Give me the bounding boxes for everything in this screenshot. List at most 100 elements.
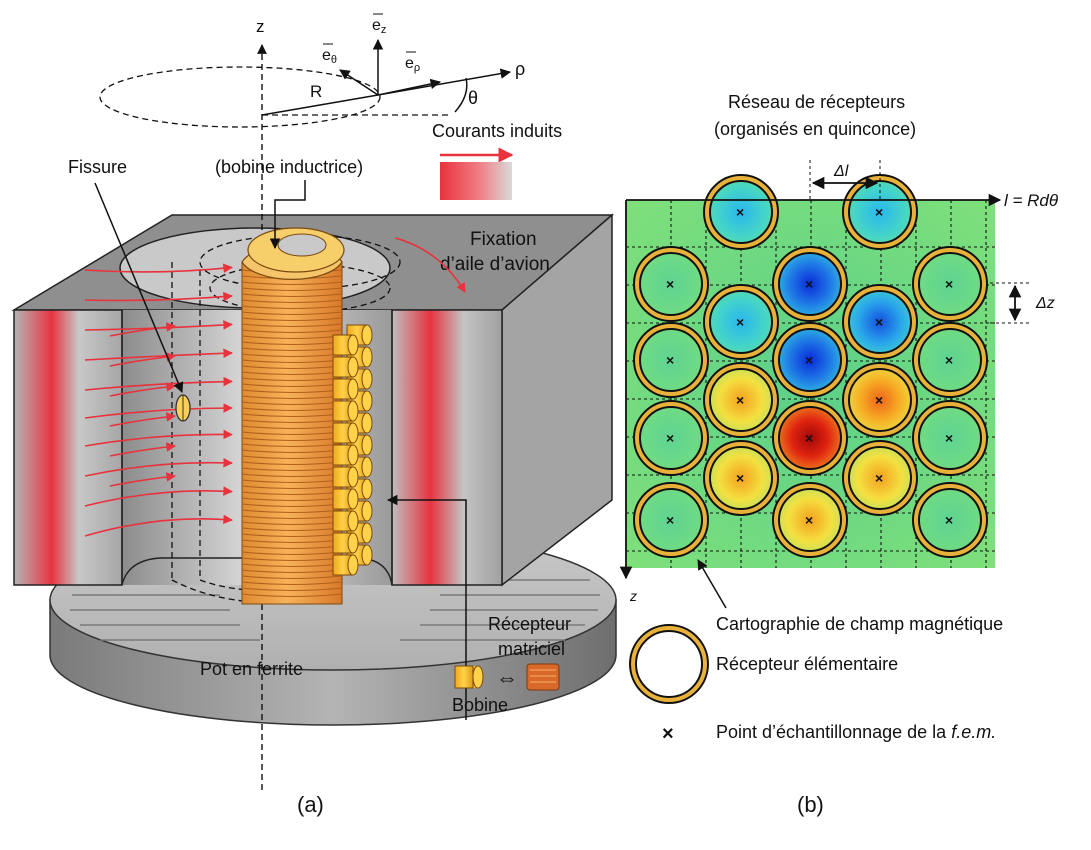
matrix-receiver (332, 324, 373, 576)
vec-e-rho: eρ (405, 55, 420, 74)
current-arrow (84, 403, 233, 419)
delta-l-label: Δl (833, 163, 849, 180)
wing-surface-arrow (394, 237, 466, 293)
field-map-pointer (697, 559, 727, 609)
receiver-ring: × (842, 440, 918, 516)
receiver-ring: × (842, 174, 918, 250)
receiver-coil (332, 532, 359, 554)
caption-b: (b) (797, 792, 824, 817)
rho-axis-label: ρ (515, 59, 525, 79)
sampling-point-marker: × (945, 352, 953, 368)
receiver-array: × × × × × × × × × × × × × × × × × × × × (633, 174, 988, 558)
sampling-point-marker: × (736, 204, 744, 220)
theta-angle-label: θ (468, 88, 478, 108)
receiver-ring: × (912, 482, 988, 558)
z-axis-label: z (256, 17, 265, 36)
matrix-receiver-label-line1: Récepteur (488, 614, 571, 634)
receiver-coil (332, 356, 359, 378)
receiver-coil (332, 400, 359, 422)
panel-b: Réseau de récepteurs (organisés en quinc… (619, 92, 1059, 745)
receiver-ring: × (633, 482, 709, 558)
inductor-coil (241, 227, 345, 605)
current-arrow (84, 486, 233, 507)
sampling-point-marker: × (805, 276, 813, 292)
matrix-receiver-label-line2: matriciel (498, 639, 565, 659)
sampling-point-marker: × (875, 204, 883, 220)
sampling-point-marker: × (666, 512, 674, 528)
fixation-label-line1: Fixation (470, 229, 537, 250)
sampling-point-marker: × (945, 512, 953, 528)
sampling-point-marker: × (666, 276, 674, 292)
receiver-ring: × (633, 246, 709, 322)
receiver-ring: × (703, 362, 779, 438)
ferrite-pot-label: Pot en ferrite (200, 659, 303, 679)
legend-receiver-ring (629, 624, 709, 704)
receiver-coil (332, 378, 359, 400)
crack-marker (175, 394, 191, 422)
vec-e-z: ez (372, 17, 386, 36)
receiver-network-title-line1: Réseau de récepteurs (728, 92, 905, 112)
receiver-ring: × (772, 246, 848, 322)
equivalence-symbol: ⇔ (496, 665, 518, 690)
receiver-ring: × (703, 440, 779, 516)
real-coil-icon (526, 663, 560, 691)
legend-sample-marker: × (662, 723, 674, 745)
delta-z-label: Δz (1035, 295, 1055, 312)
receiver-ring: × (703, 284, 779, 360)
panel-a: z eθ ez eρ ρ θ R Courants induits (11, 13, 617, 790)
induced-currents-label: Courants induits (432, 121, 562, 141)
sampling-point-marker: × (805, 352, 813, 368)
z-axis-b-label: z (629, 588, 637, 604)
crack-pointer (94, 182, 184, 393)
sampling-point-marker: × (666, 352, 674, 368)
receiver-ring: × (633, 322, 709, 398)
current-arrow (84, 263, 233, 274)
sampling-point-marker: × (875, 314, 883, 330)
coil-legend-label: Bobine (452, 695, 508, 715)
radius-label: R (310, 82, 322, 101)
receiver-coil (332, 488, 359, 510)
sampling-point-marker: × (736, 314, 744, 330)
receiver-ring: × (912, 400, 988, 476)
receiver-coil (332, 422, 359, 444)
receiver-coil (332, 510, 359, 532)
sampling-point-marker: × (805, 430, 813, 446)
receiver-coil (332, 334, 359, 356)
receiver-ring: × (703, 174, 779, 250)
inductor-coil-pointer (269, 180, 306, 250)
legend-field-map: Cartographie de champ magnétique (716, 614, 1003, 634)
fixation-label-line2: d’aile d’avion (440, 254, 550, 275)
receiver-ring: × (912, 246, 988, 322)
matrix-receiver-pointer (386, 494, 467, 720)
sampling-point-marker: × (945, 276, 953, 292)
sampling-point-marker: × (805, 512, 813, 528)
receiver-ring: × (772, 400, 848, 476)
inductor-coil-label: (bobine inductrice) (215, 157, 363, 177)
sampling-point-marker: × (666, 430, 674, 446)
current-arrow (84, 457, 233, 477)
caption-a: (a) (297, 792, 324, 817)
receiver-coil (332, 554, 359, 576)
receiver-ring: × (772, 322, 848, 398)
current-arrow (84, 376, 233, 391)
sampling-point-marker: × (945, 430, 953, 446)
induced-currents-swatch (440, 162, 512, 200)
l-axis-label: l = Rdθ (1004, 191, 1059, 210)
receiver-ring: × (912, 322, 988, 398)
current-arrow (84, 348, 233, 361)
vec-e-theta: eθ (322, 47, 337, 66)
sampling-point-marker: × (875, 470, 883, 486)
current-arrow (84, 429, 233, 447)
receiver-ring: × (842, 284, 918, 360)
sampling-point-marker: × (736, 392, 744, 408)
receiver-ring: × (842, 362, 918, 438)
sampling-point-marker: × (875, 392, 883, 408)
receiver-ring: × (772, 482, 848, 558)
crack-label: Fissure (68, 157, 127, 177)
local-frame (261, 38, 512, 116)
receiver-coil (332, 444, 359, 466)
sampling-point-marker: × (736, 470, 744, 486)
current-arrow (84, 291, 233, 302)
receiver-ring: × (633, 400, 709, 476)
